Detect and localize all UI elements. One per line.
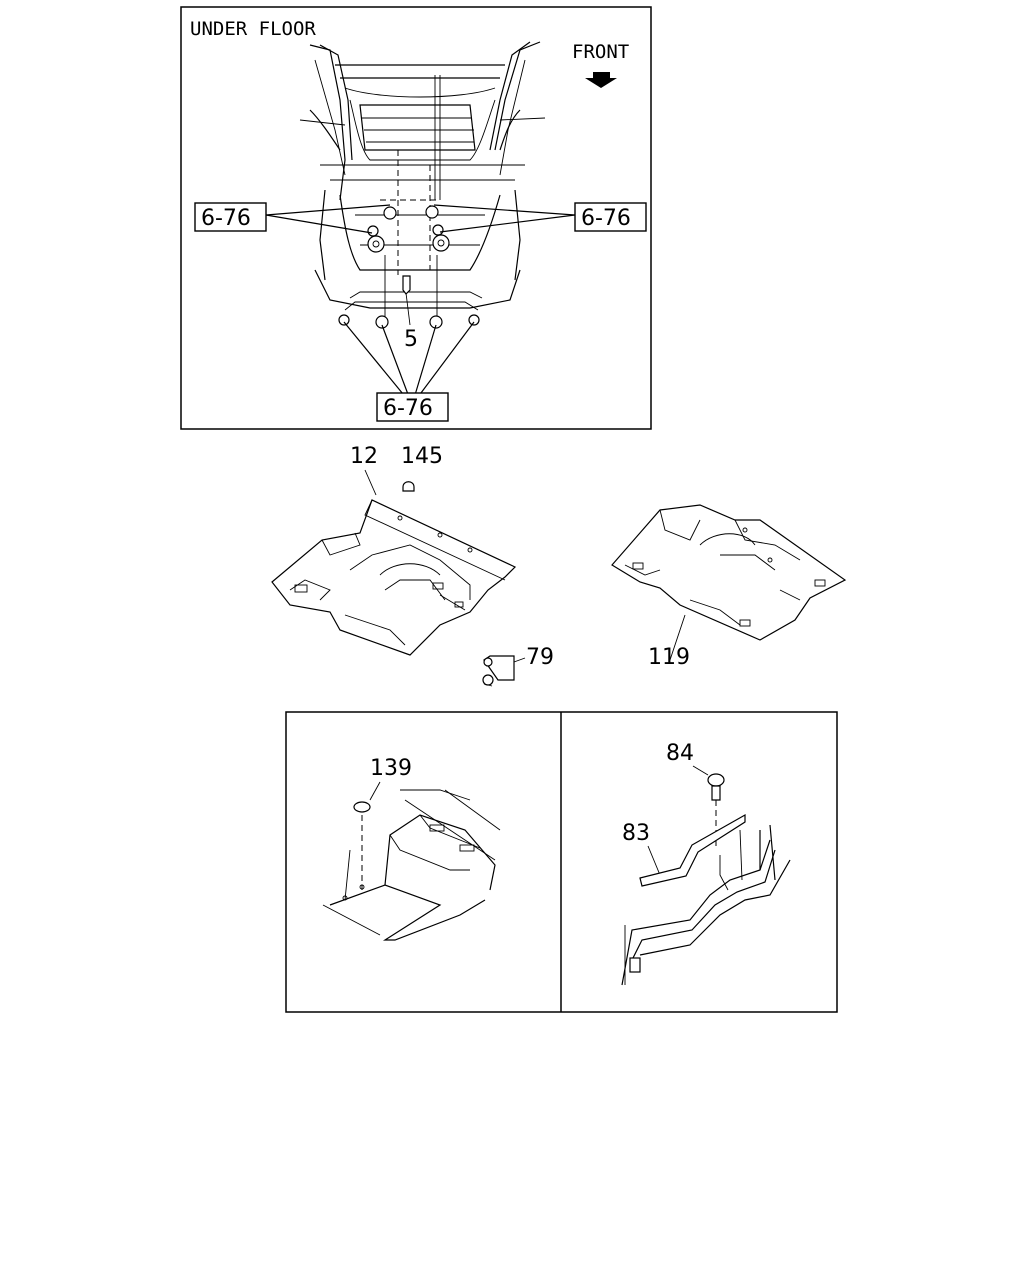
part-12-label: 12: [350, 444, 378, 469]
underbody-frame-drawing: [299, 41, 546, 329]
part-139-label: 139: [370, 756, 412, 781]
bolt-84: [707, 773, 725, 801]
ref-box-right[interactable]: 6-76: [574, 202, 647, 232]
main-parts: 12 145 79: [271, 444, 847, 687]
ref-box-left[interactable]: 6-76: [194, 202, 267, 232]
part-84-label: 84: [666, 741, 694, 766]
ref-label-left: 6-76: [201, 206, 251, 231]
part-145-label: 145: [401, 444, 443, 469]
callout-leaders: [265, 204, 576, 406]
under-floor-panel: UNDER FLOOR FRONT: [180, 6, 652, 430]
detail-left: 139: [322, 756, 501, 941]
bracket-83: [639, 813, 746, 887]
ref-label-right: 6-76: [581, 206, 631, 231]
ref-box-bottom[interactable]: 6-76: [376, 392, 449, 422]
down-arrow-icon: [585, 72, 617, 88]
detail-right: 84 83: [621, 741, 791, 986]
under-floor-title: UNDER FLOOR: [190, 18, 316, 40]
part-83-label: 83: [622, 821, 650, 846]
front-floor-panel: [271, 499, 517, 656]
rear-floor-panel: [611, 504, 847, 641]
front-label: FRONT: [572, 41, 629, 63]
clip-79: [482, 655, 515, 687]
part-5-label: 5: [404, 327, 418, 352]
part-119-label: 119: [648, 645, 690, 670]
part-79-label: 79: [526, 645, 554, 670]
ref-label-bottom: 6-76: [383, 396, 433, 421]
detail-panels: 139 84 83: [285, 711, 838, 1013]
